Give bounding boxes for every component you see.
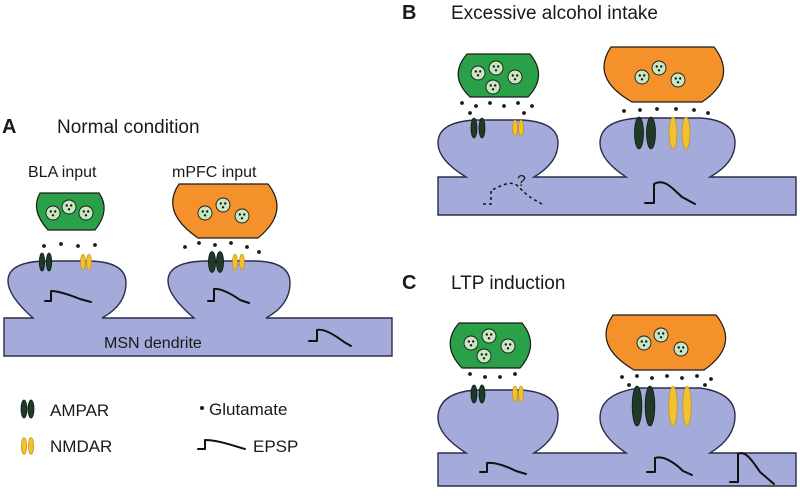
legend: AMPAR NMDAR Glutamate EPSP	[20, 399, 298, 456]
msn-dendrite	[3, 260, 393, 357]
epsp-trace-bla	[479, 461, 527, 475]
nmdar-receptor	[512, 385, 518, 403]
legend-ampar-label: AMPAR	[50, 401, 109, 420]
uncertain-mark: ?	[517, 173, 526, 190]
ampar-receptor	[207, 251, 216, 273]
nmdar-receptor	[682, 385, 692, 427]
nmdar-receptor	[232, 253, 238, 271]
panel-a: A Normal condition BLA input mPFC input	[2, 116, 393, 357]
nmdar-receptor	[668, 116, 678, 150]
epsp-trace-dendrite	[729, 452, 775, 485]
panel-a-letter: A	[2, 116, 16, 138]
legend-nmdar-label: NMDAR	[50, 437, 112, 456]
glutamate-release-c	[468, 372, 713, 387]
nmdar-receptor	[86, 253, 92, 271]
legend-epsp: EPSP	[197, 437, 298, 456]
panel-b: B Excessive alcohol intake	[402, 2, 797, 216]
glutamate-release-b	[460, 101, 710, 115]
epsp-trace-mpfc	[644, 181, 696, 205]
epsp-trace-mpfc	[646, 456, 693, 476]
epsp-trace-mpfc	[207, 287, 250, 304]
ampar-receptor	[634, 116, 644, 150]
panel-c-letter: C	[402, 272, 416, 294]
legend-glutamate-label: Glutamate	[209, 400, 287, 419]
epsp-trace-dendrite	[308, 328, 352, 347]
ampar-receptor	[644, 385, 656, 427]
bla-terminal	[457, 53, 540, 98]
nmdar-receptor	[80, 253, 86, 271]
nmdar-receptor	[239, 253, 245, 271]
bla-terminal	[35, 192, 105, 231]
ampar-receptor	[38, 252, 46, 272]
ampar-receptor	[470, 384, 478, 404]
ampar-receptor	[478, 117, 486, 139]
ampar-receptor	[470, 117, 478, 139]
epsp-trace-uncertain	[483, 182, 543, 205]
bla-input-label: BLA input	[28, 164, 97, 181]
glutamate-release-a	[42, 241, 261, 254]
mpfc-terminal	[603, 46, 725, 103]
panel-a-title: Normal condition	[57, 117, 200, 138]
msn-dendrite	[437, 117, 797, 216]
legend-epsp-label: EPSP	[253, 437, 298, 456]
legend-nmdar: NMDAR	[20, 437, 112, 456]
panel-c: C LTP induction	[402, 272, 797, 487]
nmdar-receptor	[518, 385, 524, 403]
ampar-receptor	[478, 384, 486, 404]
mpfc-terminal	[172, 183, 278, 239]
legend-ampar: AMPAR	[20, 399, 109, 420]
panel-c-title: LTP induction	[451, 273, 565, 294]
ampar-receptor	[631, 385, 643, 427]
nmdar-receptor	[512, 119, 518, 137]
msn-dendrite-label: MSN dendrite	[104, 335, 202, 352]
bla-terminal	[449, 322, 532, 369]
nmdar-receptor	[668, 385, 678, 427]
ampar-receptor	[215, 251, 224, 273]
legend-glutamate: Glutamate	[200, 400, 287, 419]
ampar-receptor	[646, 116, 656, 150]
nmdar-receptor	[681, 116, 691, 150]
panel-b-letter: B	[402, 2, 416, 24]
mpfc-input-label: mPFC input	[172, 164, 257, 181]
panel-b-title: Excessive alcohol intake	[451, 3, 658, 24]
epsp-trace-bla	[44, 290, 92, 303]
nmdar-receptor	[518, 119, 524, 137]
ampar-receptor	[45, 252, 53, 272]
mpfc-terminal	[605, 314, 727, 371]
msn-dendrite	[437, 387, 797, 487]
